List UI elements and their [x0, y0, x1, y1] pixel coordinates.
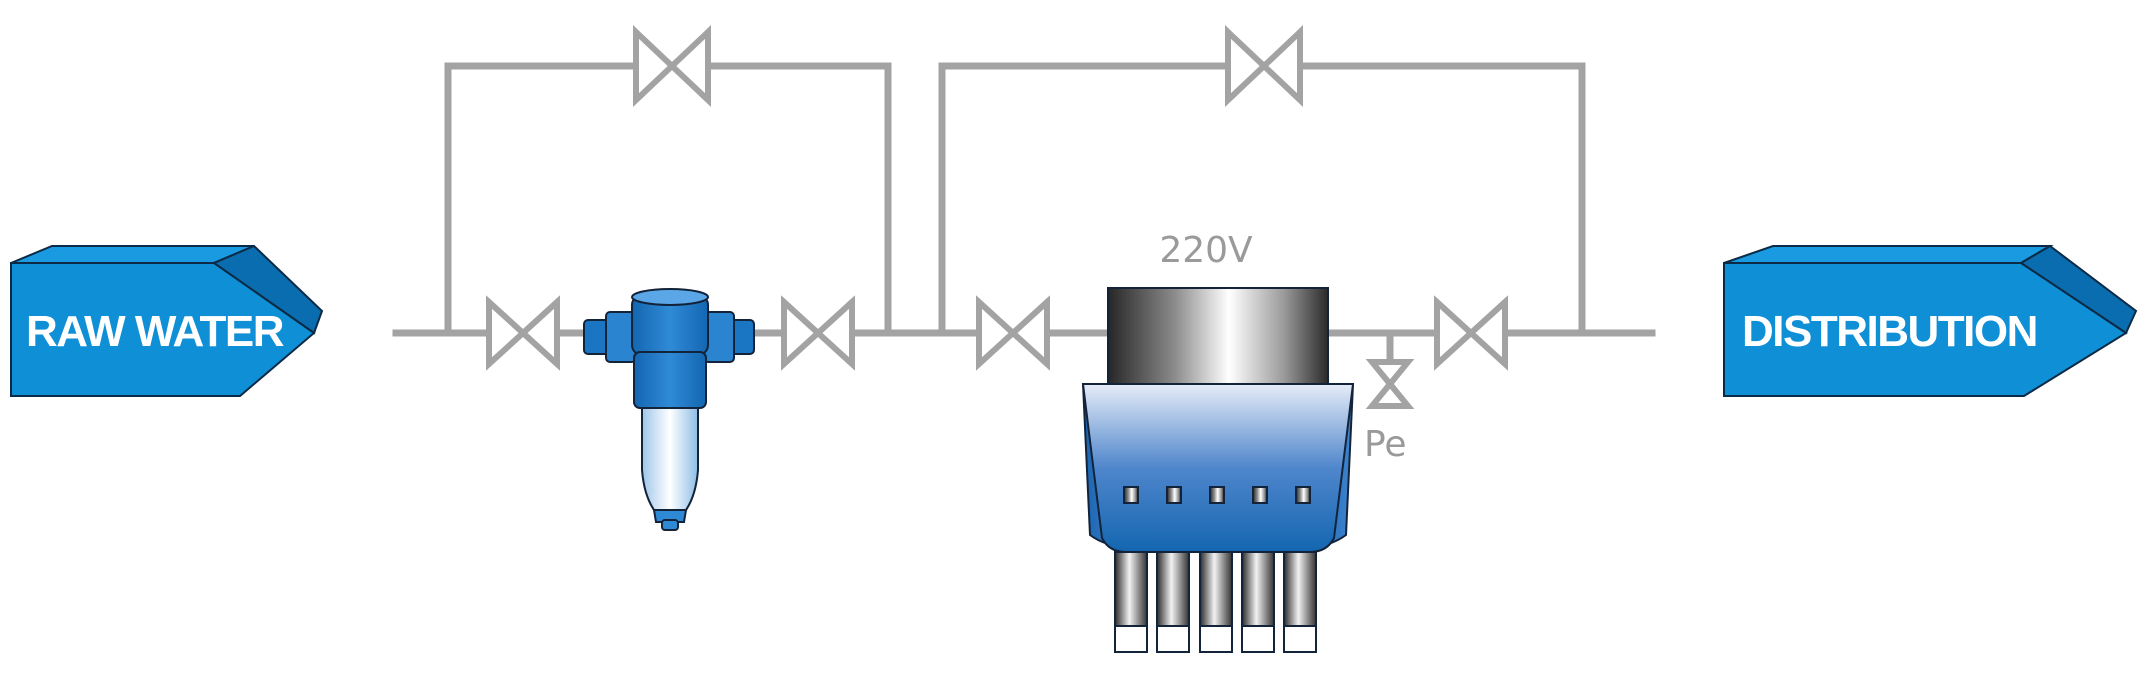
valve-unit-bypass[interactable] — [1225, 25, 1303, 107]
distribution-outlet-arrow: DISTRIBUTION — [1723, 244, 2138, 397]
distribution-label: DISTRIBUTION — [1742, 307, 2037, 356]
treatment-tubes — [1114, 551, 1317, 653]
treatment-unit: 220V — [1081, 230, 1355, 653]
valve-unit-inlet[interactable] — [976, 295, 1050, 371]
valve-gauge[interactable] — [1365, 359, 1415, 409]
valve-filter-bypass[interactable] — [633, 25, 711, 107]
raw-water-label: RAW WATER — [26, 307, 284, 356]
valve-unit-outlet[interactable] — [1434, 295, 1508, 371]
pre-filter — [583, 288, 755, 531]
valve-filter-outlet[interactable] — [781, 295, 855, 371]
raw-water-inlet-arrow: RAW WATER — [10, 244, 324, 397]
valve-filter-inlet[interactable] — [486, 295, 560, 371]
indicator-lights — [1123, 486, 1311, 504]
pressure-gauge-label: Pe — [1364, 424, 1407, 465]
pipe-network — [392, 62, 1656, 366]
voltage-label: 220V — [1159, 230, 1253, 271]
